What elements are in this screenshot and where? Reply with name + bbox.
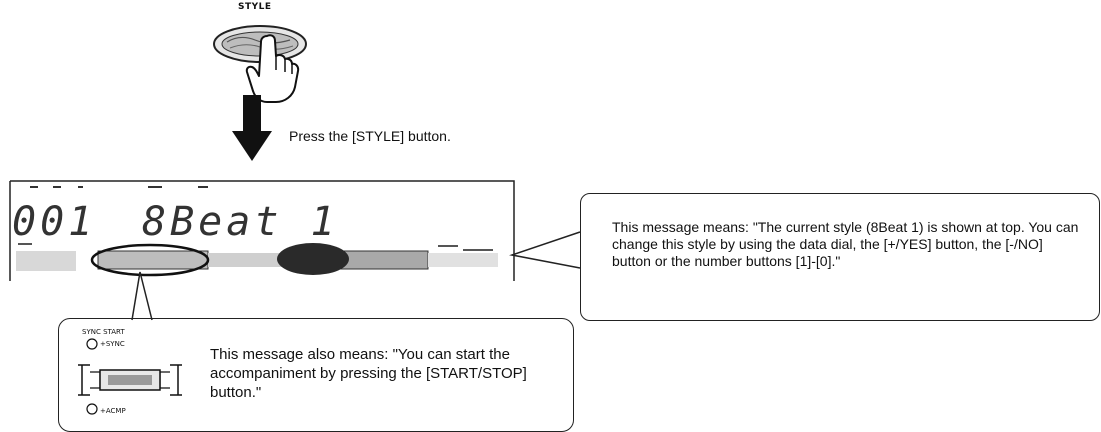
lcd-style-name: 8Beat 1 xyxy=(142,199,339,245)
start-stop-icon xyxy=(78,364,182,396)
sync-start-label: SYNC START xyxy=(82,328,125,336)
acmp-label: +ACMP xyxy=(100,407,126,415)
style-button-label: STYLE xyxy=(238,2,272,12)
style-button[interactable] xyxy=(205,14,315,109)
lcd-display xyxy=(9,180,515,281)
callout-box-right xyxy=(580,193,1100,321)
callout-message-style: This message means: "The current style (… xyxy=(612,219,1079,269)
instruction-text: Press the [STYLE] button. xyxy=(289,128,451,144)
sync-plus-label: +SYNC xyxy=(100,340,125,348)
lcd-style-number: 001 xyxy=(12,199,97,245)
down-arrow-icon xyxy=(232,95,272,161)
callout-message-start: This message also means: "You can start … xyxy=(210,346,527,401)
hand-pointer-icon xyxy=(245,34,300,103)
